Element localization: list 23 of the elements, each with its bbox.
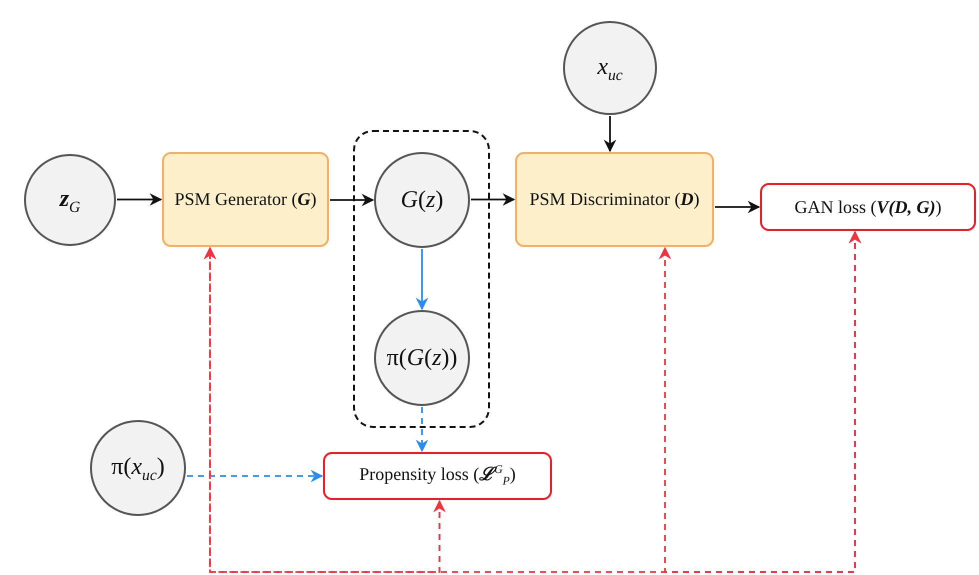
node-label: PSM Discriminator (D) (530, 188, 700, 211)
arrow (416, 249, 428, 310)
arrow (658, 230, 862, 573)
arrow (715, 200, 760, 214)
arrow (604, 116, 616, 152)
arrow (471, 193, 516, 206)
process-box (162, 152, 329, 247)
arrow (416, 407, 428, 452)
node-label: Propensity loss (ℒ$^{G}$$_{P}$) (359, 462, 516, 490)
variable-label: G(z) (400, 186, 444, 215)
variable-label: π(x$_{uc}$) (111, 452, 165, 486)
arrow (330, 194, 374, 206)
node-label: PSM Generator (G) (174, 188, 318, 211)
loss-box (323, 452, 552, 500)
variable-label: x$_{uc}$ (597, 52, 623, 86)
arrow (117, 193, 162, 206)
loss-box (760, 183, 976, 231)
process-box (515, 152, 714, 247)
node-label: GAN loss (V(D, G)) (794, 196, 942, 219)
variable-label: z$_{G}$ (60, 184, 80, 218)
arrow (187, 470, 324, 482)
variable-label: π(G(z)) (386, 344, 458, 373)
dashed-group-box (353, 130, 490, 428)
